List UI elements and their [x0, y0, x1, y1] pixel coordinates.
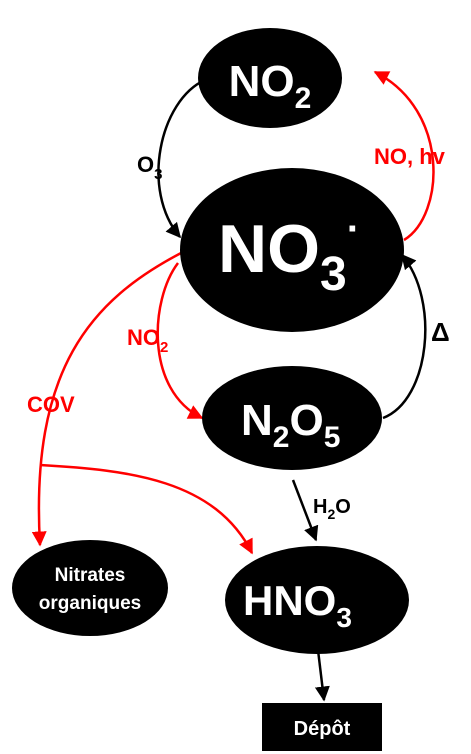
arrow-n2o5-to-no3 — [382, 253, 427, 420]
n2o5-node-n: N — [241, 396, 273, 445]
no3-node-main: NO — [218, 211, 320, 287]
label-h2o: H2O — [313, 496, 351, 522]
label-o3: O3 — [137, 152, 162, 183]
arrow-cov-to-hno3 — [39, 463, 254, 555]
node-nitrates-organiques: Nitrates organiques — [12, 540, 168, 636]
arrow-n2o5-to-hno3 — [291, 479, 319, 542]
no2-node-sub: 2 — [295, 82, 312, 115]
svg-text:HNO3: HNO3 — [243, 577, 352, 633]
label-no2-red: NO2 — [127, 325, 168, 356]
node-hno3: HNO3 — [225, 546, 409, 654]
depot-label: Dépôt — [294, 718, 351, 740]
svg-text:NO3·: NO3· — [218, 207, 360, 301]
node-no2: NO2 — [198, 28, 342, 128]
arrow-no2-to-no3 — [157, 78, 206, 239]
hno3-node-sub: 3 — [336, 602, 352, 633]
node-no3: NO3· — [180, 168, 404, 332]
nitrates-line-1: Nitrates — [55, 565, 126, 586]
svg-text:N2O5: N2O5 — [241, 396, 340, 454]
node-depot: Dépôt — [262, 703, 382, 751]
hno3-node-main: HNO — [243, 577, 336, 624]
node-n2o5: N2O5 — [202, 366, 382, 470]
arrow-no3-to-n2o5 — [156, 262, 204, 420]
arrow-no3-to-nitrates — [31, 250, 184, 547]
no3-node-radical-dot: · — [347, 207, 360, 251]
svg-text:NO2: NO2 — [229, 57, 312, 115]
label-cov: COV — [27, 392, 75, 417]
nitrates-line-2: organiques — [39, 593, 141, 614]
label-no-hv: NO, hv — [374, 144, 446, 169]
n2o5-node-o-sub: 5 — [324, 421, 341, 454]
no2-node-main: NO — [229, 57, 295, 106]
arrow-hno3-to-depot — [314, 649, 330, 702]
label-delta: Δ — [431, 317, 450, 347]
n2o5-node-o: O — [289, 396, 323, 445]
no3-node-sub: 3 — [320, 248, 347, 301]
n2o5-node-n-sub: 2 — [273, 421, 290, 454]
arrow-no3-to-no2 — [373, 70, 435, 242]
